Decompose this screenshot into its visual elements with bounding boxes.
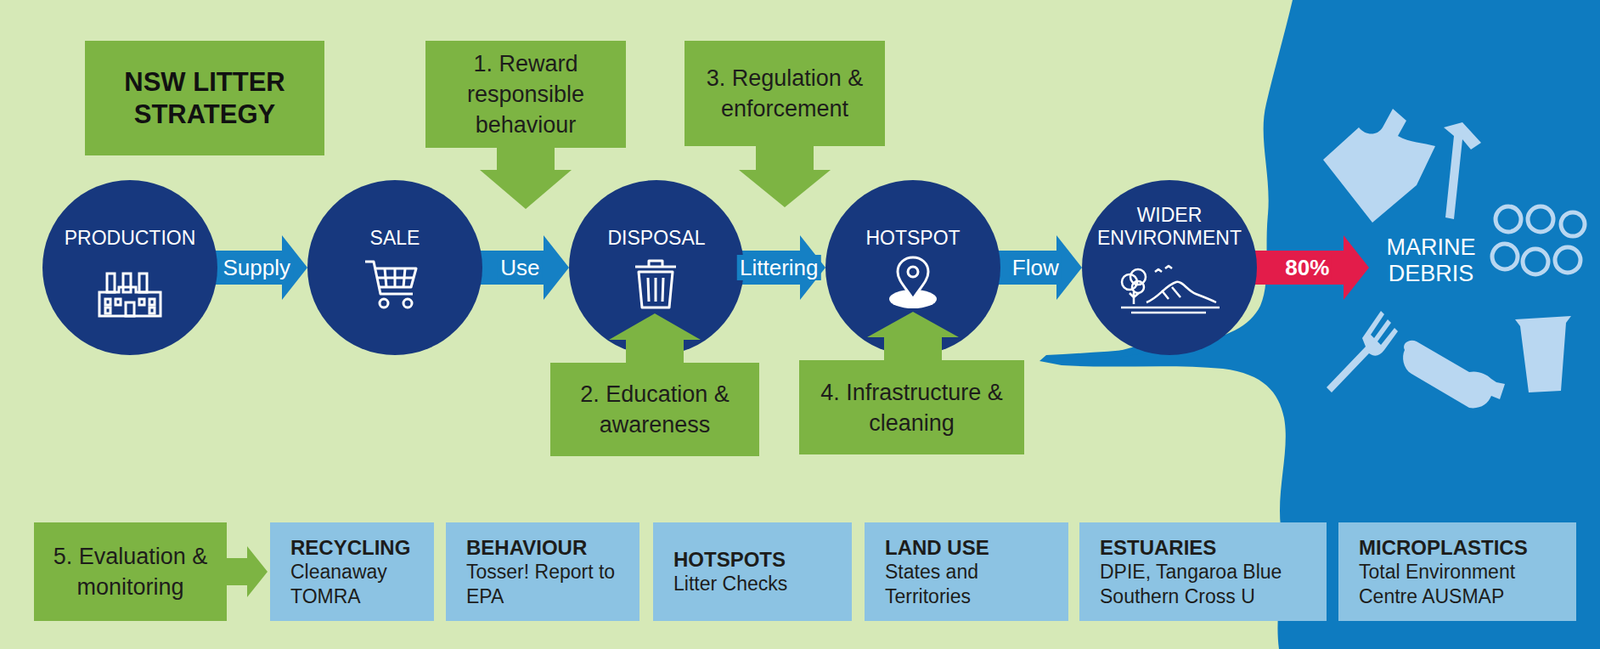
strategy-box: 2. Education & awareness (550, 362, 760, 457)
monitoring-box: MICROPLASTICSTotal Environment Centre AU… (1338, 522, 1577, 621)
stage-circle: SALE (307, 180, 483, 355)
box-heading: ESTUARIES (1099, 535, 1217, 560)
node-text: WIDER ENVIRONMENT (1090, 203, 1249, 250)
box-body: Litter Checks (673, 571, 788, 597)
box-heading: RECYCLING (290, 535, 411, 560)
bin-icon (635, 260, 677, 308)
cart-icon (365, 261, 417, 308)
plastic-fork (1326, 310, 1398, 393)
stage-circle: PRODUCTION (42, 180, 218, 355)
node-text: 1. Reward responsible behaviour (442, 48, 609, 141)
stage-circle: DISPOSAL (569, 180, 744, 355)
callout-arrow (608, 313, 701, 366)
callout-arrow (738, 144, 831, 208)
stage-circle: WIDER ENVIRONMENT (1081, 180, 1257, 355)
flow-label: Flow (1009, 254, 1062, 281)
callout-arrow (479, 144, 572, 209)
landscape-icon (1121, 265, 1220, 313)
strategy-box: 3. Regulation & enforcement (684, 40, 885, 147)
flow-arrow (1248, 235, 1370, 300)
node-text: MARINE DEBRIS (1374, 234, 1488, 288)
sea (1039, 0, 1600, 649)
flow-label: Use (497, 254, 542, 281)
node-text: 5. Evaluation & monitoring (50, 540, 210, 603)
node-text: 3. Regulation & enforcement (701, 62, 868, 124)
title-box: NSW LITTER STRATEGY (84, 40, 325, 156)
straw (1443, 122, 1482, 220)
node-text: DISPOSAL (577, 226, 736, 250)
factory-icon (99, 273, 161, 316)
title-text: NSW LITTER STRATEGY (98, 66, 311, 131)
flow-label: Supply (220, 254, 294, 281)
box-heading: LAND USE (884, 535, 990, 560)
node-text: SALE (315, 226, 474, 250)
six-pack-rings (1492, 206, 1585, 275)
monitoring-box: HOTSPOTSLitter Checks (653, 522, 852, 621)
stage-circle: HOTSPOT (825, 180, 1001, 355)
box-body: Tosser! Report to EPA (466, 559, 623, 609)
flow-label: 80% (1282, 254, 1332, 281)
box-heading: MICROPLASTICS (1358, 535, 1528, 560)
box-heading: BEHAVIOUR (466, 535, 587, 560)
node-text: PRODUCTION (50, 226, 209, 250)
plastic-bag (1323, 108, 1436, 223)
box-heading: HOTSPOTS (673, 546, 786, 572)
plastic-bottle (1402, 340, 1505, 409)
monitoring-box: ESTUARIESDPIE, Tangaroa Blue Southern Cr… (1079, 522, 1327, 621)
flow-arrow (226, 546, 268, 598)
strategy-box: 4. Infrastructure & cleaning (799, 360, 1025, 455)
monitoring-box: LAND USEStates and Territories (864, 522, 1069, 621)
monitoring-box: BEHAVIOURTosser! Report to EPA (445, 522, 640, 621)
box-body: Total Environment Centre AUSMAP (1358, 559, 1560, 609)
box-body: Cleanaway TOMRA (290, 559, 417, 609)
box-body: States and Territories (884, 559, 1052, 609)
flow-label: Littering (737, 254, 822, 281)
plastic-cup (1515, 315, 1572, 393)
destination-label: MARINE DEBRIS (1374, 234, 1488, 288)
strategy-box: 5. Evaluation & monitoring (33, 522, 227, 621)
strategy-box: 1. Reward responsible behaviour (425, 40, 626, 148)
node-text: HOTSPOT (833, 226, 992, 250)
node-text: 4. Infrastructure & cleaning (816, 377, 1008, 439)
node-text: 2. Education & awareness (567, 378, 743, 440)
marine-debris-illustration (1323, 108, 1585, 408)
monitoring-box: RECYCLINGCleanaway TOMRA (270, 522, 434, 621)
callout-arrow (867, 311, 959, 363)
location-pin-icon (889, 257, 937, 309)
box-body: DPIE, Tangaroa Blue Southern Cross U (1099, 559, 1310, 609)
